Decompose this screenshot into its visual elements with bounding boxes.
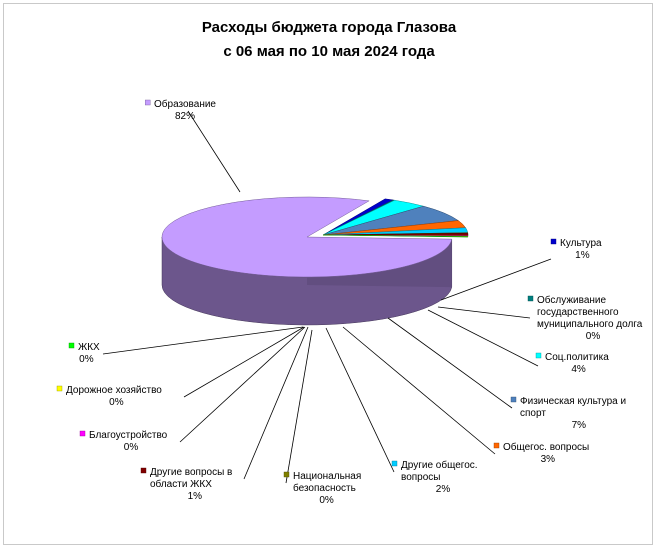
legend-key [140,467,147,474]
label-value: 7% [572,420,587,431]
chart-title: Расходы бюджета города Глазова с 06 мая … [0,16,658,64]
chart-title-line-2: с 06 мая по 10 мая 2024 года [223,43,435,60]
leader-line [187,110,241,193]
legend-key [493,442,500,449]
label-value: 4% [571,364,586,375]
label-value: 1% [188,491,203,502]
label-text: Культура [560,238,602,249]
label-value: 1% [575,250,590,261]
label-value: 2% [436,484,451,495]
leader-line [342,326,496,455]
chart-title-line-1: Расходы бюджета города Глазова [201,19,457,36]
slice-жкх [322,234,469,238]
label-text: Общегос. вопросы [503,441,589,453]
label-text: Другие общегос.вопросы [401,459,478,483]
legend-key [68,342,75,349]
legend-key [56,385,63,392]
leader-line [427,309,539,367]
legend-key [510,396,517,403]
leader-line [102,326,304,355]
leader-line [440,258,552,301]
label-value: 0% [124,442,139,453]
label-text: Образование [154,98,216,110]
legend-key [535,352,542,359]
slice-образование [161,196,453,278]
legend-key [144,99,151,106]
leader-line [437,306,531,319]
leader-line [243,326,309,480]
label-value: 0% [109,397,124,408]
label-value: 3% [541,454,556,465]
leader-line [179,326,306,443]
label-value: 82% [175,111,195,122]
leader-line [285,329,313,484]
label-text: Соц.политика [545,352,609,363]
leader-line [183,326,305,398]
legend-key [79,430,86,437]
label-text: Благоустройство [89,430,168,441]
label-text: Дорожное хозяйство [66,385,162,396]
legend-key [527,295,534,302]
label-value: 0% [586,331,601,342]
leader-line [387,317,513,409]
pie-slices [161,196,469,326]
legend-key [283,471,290,478]
label-value: 0% [319,495,334,506]
chart-frame [3,3,653,545]
legend-key [391,460,398,467]
label-text: ЖКХ [78,342,100,353]
leader-line [325,327,395,473]
legend-key [550,238,557,245]
label-value: 0% [79,354,94,365]
